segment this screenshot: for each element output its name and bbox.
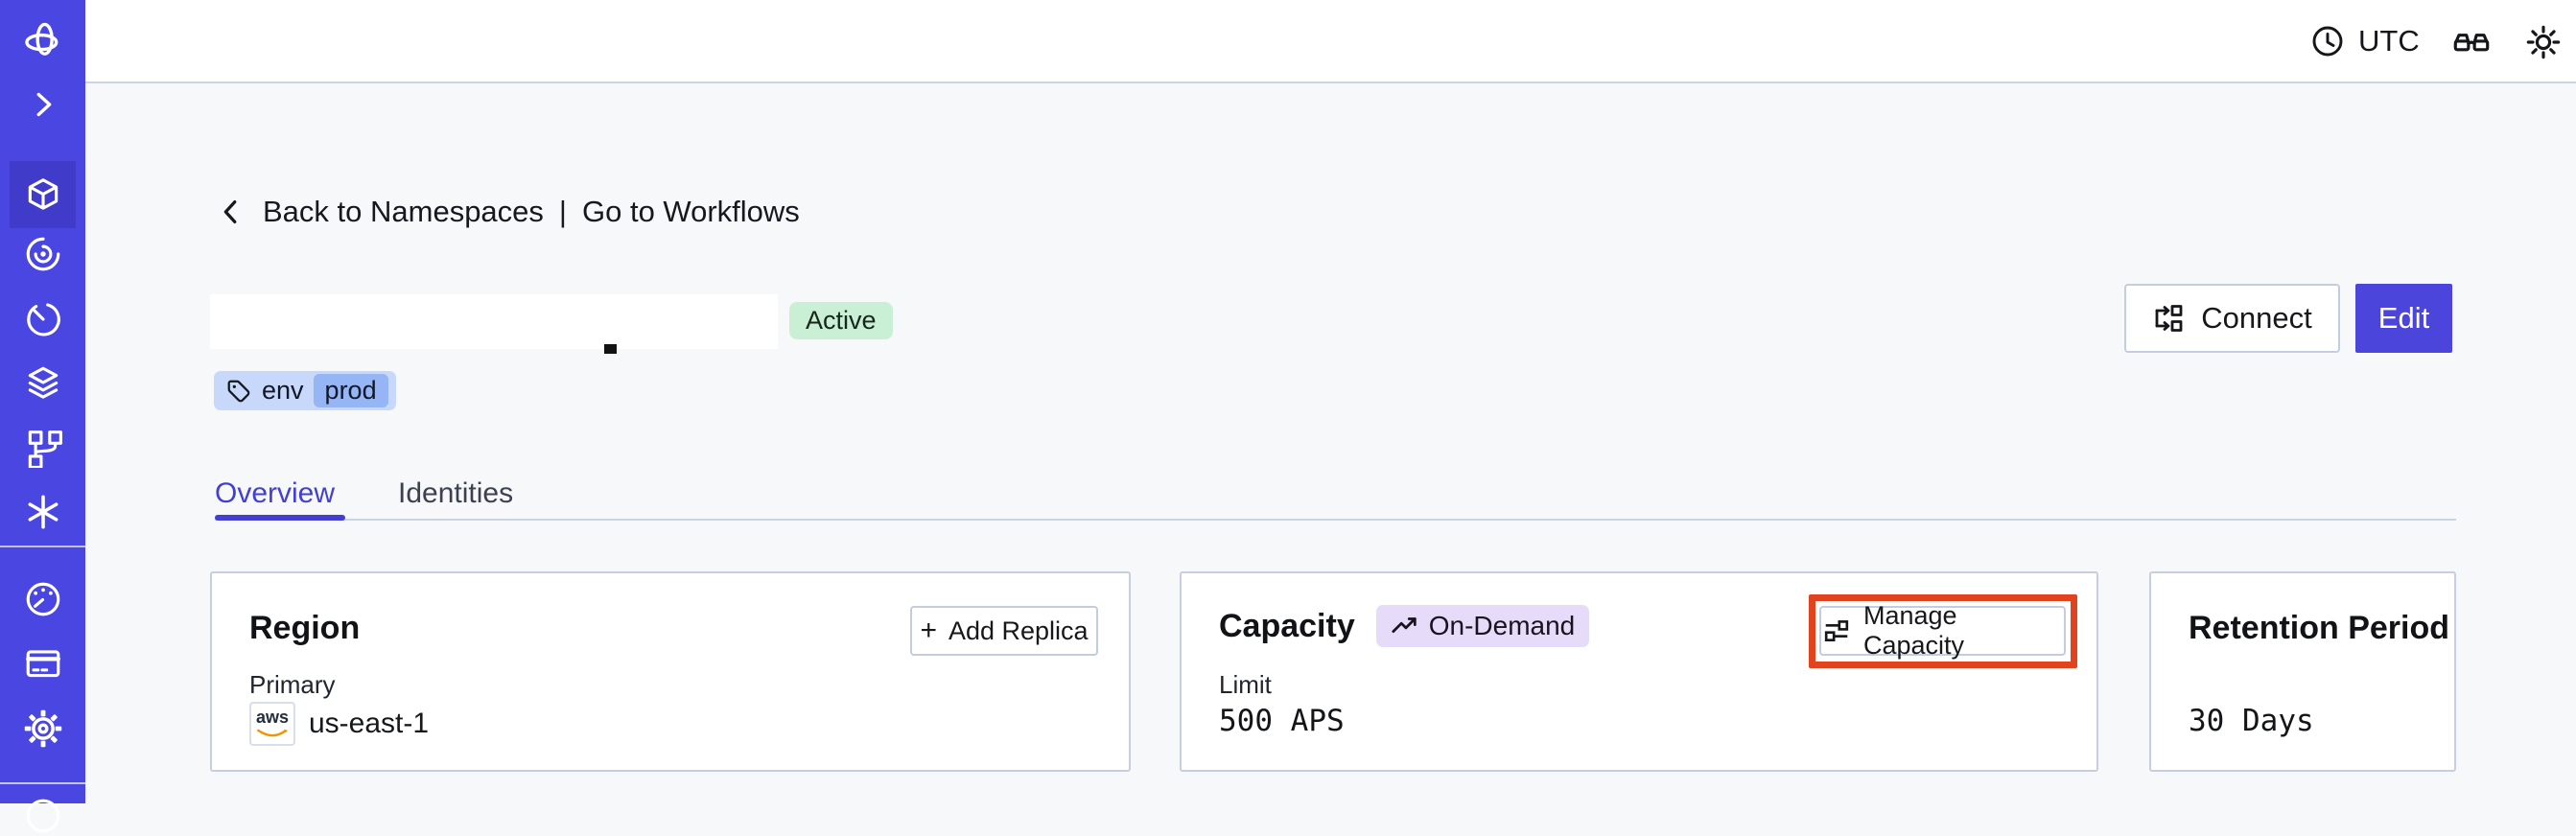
ondemand-badge-label: On-Demand — [1428, 611, 1576, 640]
nexus-branch-icon[interactable] — [23, 428, 63, 468]
tag-value: prod — [313, 374, 388, 407]
add-replica-label: Add Replica — [948, 615, 1089, 645]
namespaces-cube-icon[interactable] — [23, 174, 63, 215]
namespace-tag: env prod — [214, 371, 396, 410]
schedules-timer-icon[interactable] — [23, 299, 63, 339]
retention-card: Retention Period 30 Days — [2149, 571, 2456, 772]
connect-icon — [2152, 301, 2187, 336]
go-to-workflows-link[interactable]: Go to Workflows — [581, 195, 800, 228]
chevron-left-icon[interactable] — [215, 196, 247, 228]
workflows-swirl-icon[interactable] — [23, 234, 63, 274]
settings-gear-icon[interactable] — [22, 708, 64, 750]
status-badge: Active — [789, 302, 893, 339]
ondemand-badge: On-Demand — [1375, 605, 1590, 647]
sidebar-expand-chevron-icon[interactable] — [25, 86, 61, 123]
breadcrumb: Back to Namespaces | Go to Workflows — [215, 195, 800, 229]
tag-key: env — [262, 376, 304, 405]
timezone-label: UTC — [2358, 23, 2420, 58]
redacted-namespace-title — [210, 294, 778, 349]
adjustments-icon — [1821, 615, 1852, 646]
connect-button-label: Connect — [2201, 301, 2312, 335]
timezone-selector[interactable]: UTC — [2308, 0, 2420, 81]
glasses-icon[interactable] — [2449, 20, 2494, 64]
deployments-layers-icon[interactable] — [23, 363, 63, 404]
region-card-title: Region — [249, 610, 361, 646]
plus-icon: + — [920, 615, 937, 646]
breadcrumb-separator: | — [558, 195, 567, 228]
tab-identities[interactable]: Identities — [398, 477, 514, 509]
tab-bar: Overview Identities — [215, 477, 513, 510]
clock-icon — [2308, 22, 2347, 60]
temporal-logo-icon[interactable] — [22, 20, 64, 62]
add-replica-button[interactable]: + Add Replica — [910, 606, 1098, 656]
annotation-highlight-box — [1809, 594, 2077, 668]
limit-value: 500 APS — [1219, 704, 1345, 738]
region-value: us-east-1 — [309, 708, 430, 739]
connect-button[interactable]: Connect — [2124, 284, 2340, 353]
retention-value: 30 Days — [2189, 704, 2314, 738]
manage-capacity-label: Manage Capacity — [1863, 601, 1965, 660]
back-to-namespaces-link[interactable]: Back to Namespaces — [263, 195, 544, 228]
sidebar-divider-bottom — [0, 782, 85, 784]
capacity-card-title: Capacity — [1219, 607, 1355, 644]
asterisk-icon[interactable] — [23, 492, 63, 532]
primary-region-row: aws us-east-1 — [249, 702, 429, 746]
theme-sun-icon[interactable] — [2521, 20, 2565, 64]
sidebar — [0, 0, 85, 833]
billing-card-icon[interactable] — [23, 643, 63, 684]
active-tab-underline — [215, 515, 345, 521]
top-bar: UTC — [85, 0, 2576, 83]
primary-label: Primary — [249, 670, 336, 699]
tag-icon — [225, 378, 252, 405]
limit-label: Limit — [1219, 670, 1272, 699]
retention-card-title: Retention Period — [2189, 610, 2450, 646]
aws-provider-icon: aws — [249, 702, 295, 746]
trending-up-icon — [1391, 612, 1419, 640]
sidebar-divider — [0, 546, 85, 547]
edit-button[interactable]: Edit — [2355, 284, 2452, 353]
manage-capacity-button[interactable]: Manage Capacity — [1819, 601, 2066, 660]
usage-gauge-icon[interactable] — [23, 579, 63, 619]
tab-overview[interactable]: Overview — [215, 477, 336, 509]
clipped-bottom-circle-icon[interactable] — [23, 796, 63, 836]
region-card: Region + Add Replica Primary aws us-east… — [210, 571, 1131, 772]
redaction-text-artifact — [604, 344, 617, 354]
tabs-divider — [215, 519, 2456, 521]
capacity-card: Capacity On-Demand Manage Capacity Limit… — [1180, 571, 2098, 772]
